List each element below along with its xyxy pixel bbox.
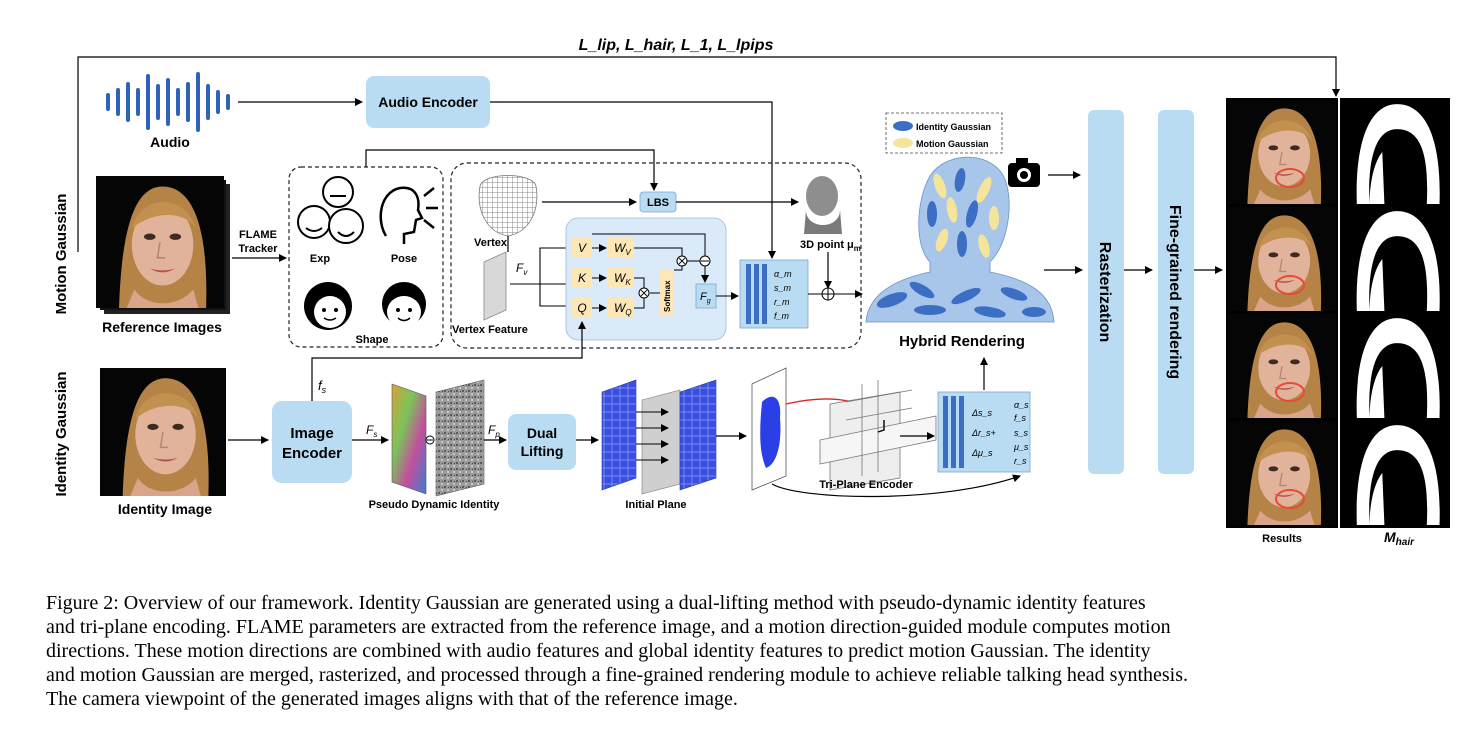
audio-label: Audio xyxy=(150,134,190,150)
identity-attr-f: f_s xyxy=(1014,413,1027,423)
triplane-encoder-label: Tri-Plane Encoder xyxy=(819,479,913,491)
vertex-feature-plane xyxy=(483,251,507,321)
caption-line: and tri-plane encoding. FLAME parameters… xyxy=(46,616,1171,638)
fine-grained-label: Fine-grained rendering xyxy=(1166,205,1183,379)
motion-output-f: f_m xyxy=(774,311,790,321)
vertex-mesh-icon xyxy=(478,175,538,237)
identity-attr-r: r_s xyxy=(1014,456,1027,466)
audio-encoder-label: Audio Encoder xyxy=(378,94,478,110)
hybrid-rendering-label: Hybrid Rendering xyxy=(899,333,1025,350)
flame-label: FLAME xyxy=(239,229,277,241)
dual-lifting-box xyxy=(508,414,576,470)
dual-lifting-label-2: Lifting xyxy=(521,443,564,459)
shape-label: Shape xyxy=(355,334,388,346)
motion-output-block xyxy=(739,259,809,329)
pseudo-dynamic-label: Pseudo Dynamic Identity xyxy=(369,499,501,511)
wv-box xyxy=(608,238,634,258)
v-symbol: V xyxy=(578,241,587,255)
tracker-label: Tracker xyxy=(238,243,278,255)
figure-caption: Figure 2: Overview of our framework. Ide… xyxy=(46,591,1446,711)
fv-symbol: Fv xyxy=(516,261,528,277)
identity-delta-mu: Δμ_s xyxy=(971,448,993,458)
hair-mask-column xyxy=(1340,98,1450,528)
identity-image-label: Identity Image xyxy=(118,501,212,517)
legend-identity-label: Identity Gaussian xyxy=(916,122,991,132)
3d-point-label: 3D point μm xyxy=(800,239,861,253)
lbs-label: LBS xyxy=(647,197,669,209)
3d-head-icon xyxy=(804,176,842,234)
initial-plane-label: Initial Plane xyxy=(625,499,686,511)
caption-line: and motion Gaussian are merged, rasteriz… xyxy=(46,664,1189,686)
camera-icon xyxy=(1008,158,1040,187)
exp-label: Exp xyxy=(310,253,330,265)
vertex-feature-label: Vertex Feature xyxy=(452,324,528,336)
k-symbol: K xyxy=(578,271,587,285)
identity-attr-mu: μ_s xyxy=(1013,442,1029,452)
dual-lifting-label-1: Dual xyxy=(527,425,557,441)
wk-symbol: WK xyxy=(614,271,631,287)
vertex-label: Vertex xyxy=(474,237,508,249)
caption-line: Figure 2: Overview of our framework. Ide… xyxy=(46,592,1146,614)
motion-gaussian-side-label: Motion Gaussian xyxy=(53,194,70,315)
pose-head-icon xyxy=(379,186,438,244)
wv-symbol: WV xyxy=(614,241,631,257)
wk-box xyxy=(608,268,634,288)
framework-figure: L_lip, L_hair, L_1, L_lpips Audio Audio … xyxy=(53,37,1450,548)
loss-label: L_lip, L_hair, L_1, L_lpips xyxy=(579,37,774,54)
rasterization-bar xyxy=(1088,110,1124,474)
audio-encoder-box xyxy=(366,76,490,128)
results-column xyxy=(1226,98,1338,528)
motion-module-box xyxy=(450,162,862,349)
image-encoder-label-1: Image xyxy=(290,425,333,442)
motion-output-s: s_m xyxy=(774,283,792,293)
fg-symbol: Fg xyxy=(700,291,711,305)
reference-images-label: Reference Images xyxy=(102,319,222,335)
image-encoder-label-2: Encoder xyxy=(282,445,342,462)
k-box xyxy=(572,268,592,288)
identity-attr-alpha: α_s xyxy=(1014,400,1029,410)
q-box xyxy=(572,298,592,318)
softmax-label: Softmax xyxy=(663,280,672,312)
identity-attr-s: s_s xyxy=(1014,428,1029,438)
rasterization-label: Rasterization xyxy=(1096,242,1113,342)
initial-plane-planes xyxy=(601,379,717,495)
triplane-grid xyxy=(819,380,937,491)
v-box xyxy=(572,238,592,258)
reference-images xyxy=(96,176,230,314)
shape-face-icon xyxy=(304,282,426,330)
identity-image xyxy=(100,368,226,496)
wq-symbol: WQ xyxy=(614,301,632,317)
m-hair-label: Mhair xyxy=(1384,529,1415,548)
results-label: Results xyxy=(1262,533,1302,545)
hybrid-rendering-bust xyxy=(865,156,1055,323)
legend-motion-label: Motion Gaussian xyxy=(916,139,989,149)
q-symbol: Q xyxy=(577,301,586,315)
expression-faces-icon xyxy=(297,176,364,244)
softmax-box xyxy=(660,270,674,316)
identity-gaussian-side-label: Identity Gaussian xyxy=(53,371,70,496)
caption-line: directions. These motion directions are … xyxy=(46,640,1151,662)
Fp-symbol: Fp xyxy=(488,423,500,439)
point-cloud-plane xyxy=(751,367,787,491)
identity-delta-s: Δs_s xyxy=(971,408,993,418)
fs-small-symbol: fs xyxy=(318,378,327,395)
image-encoder-box xyxy=(272,401,352,483)
pseudo-dynamic-identity-planes xyxy=(391,379,485,497)
motion-output-r: r_m xyxy=(774,297,790,307)
identity-delta-r: Δr_s+ xyxy=(971,428,996,438)
motion-output-alpha: α_m xyxy=(774,269,792,279)
Fs-symbol: Fs xyxy=(366,423,377,439)
audio-waveform-icon xyxy=(106,72,230,132)
caption-line: The camera viewpoint of the generated im… xyxy=(46,688,738,710)
wq-box xyxy=(608,298,634,318)
fine-grained-bar xyxy=(1158,110,1194,474)
pose-label: Pose xyxy=(391,253,417,265)
